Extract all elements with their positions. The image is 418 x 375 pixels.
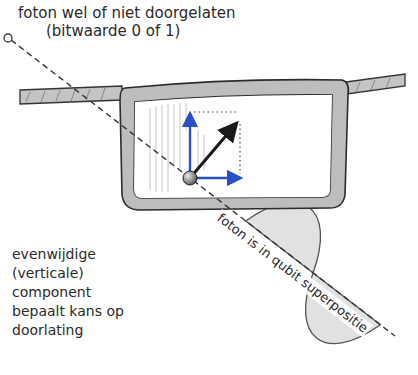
lens <box>134 95 332 198</box>
frame-arm <box>20 86 122 104</box>
photon-dot <box>183 171 197 185</box>
lens-shading <box>150 103 204 192</box>
vertical-component <box>189 114 191 178</box>
glasses-frame <box>120 80 348 210</box>
photon-outcome-note: foton wel of niet doorgelaten <box>18 4 236 23</box>
photon-out <box>4 34 12 42</box>
frame-arm <box>346 74 405 94</box>
component-note: evenwijdige (verticale) component bepaal… <box>12 245 124 340</box>
dotted-guide <box>239 124 240 174</box>
bit-value-note: (bitwaarde 0 of 1) <box>46 22 180 41</box>
polarisation-vector <box>190 124 236 178</box>
qubit-note: foton is in qubit superpositie <box>212 209 372 338</box>
dotted-guide <box>194 111 238 112</box>
